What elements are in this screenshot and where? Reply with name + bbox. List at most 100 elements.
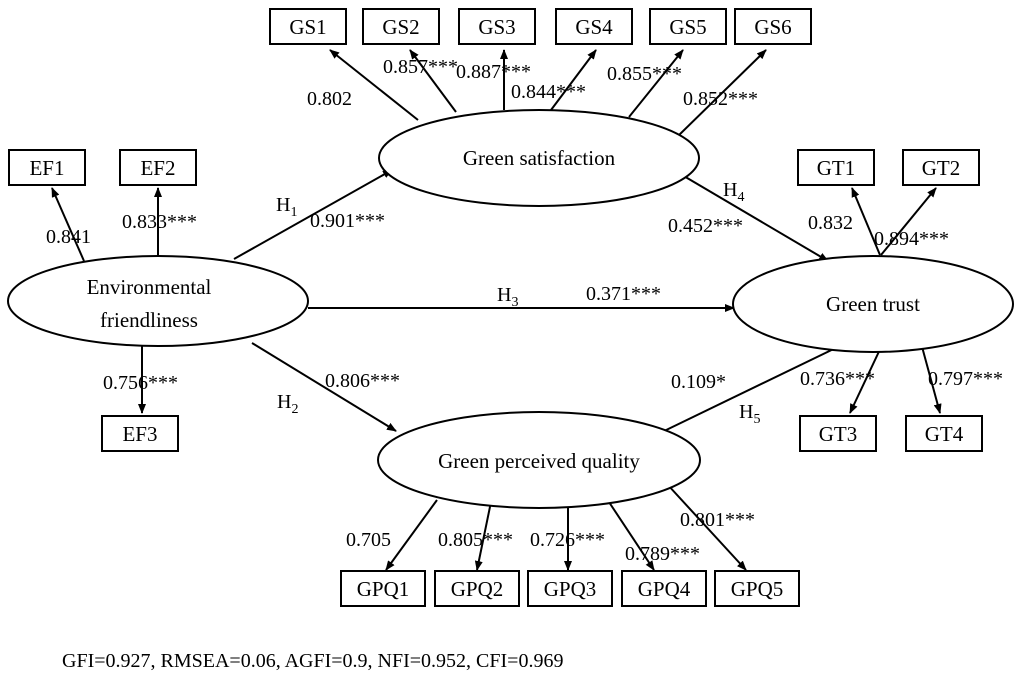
latent-green-perceived-quality: Green perceived quality [377,411,701,509]
indicator-gt3: GT3 [799,415,877,452]
indicator-gpq3: GPQ3 [527,570,613,607]
arrow-gpq-gpq2 [474,496,493,571]
indicator-label-ef2: EF2 [140,156,175,180]
arrow-gt-gt3 [849,342,884,414]
indicator-label-gpq1: GPQ1 [357,577,410,601]
indicator-ef1: EF1 [8,149,86,186]
coef-h5: 0.109* [671,371,726,393]
indicator-gs4: GS4 [555,8,633,45]
indicator-label-gt3: GT3 [819,422,858,446]
indicator-gs3: GS3 [458,8,536,45]
indicator-label-gs5: GS5 [669,15,706,39]
arrow-h2-ef-gpq [251,342,397,432]
arrow-gt-gt2 [880,187,937,256]
latent-environmental-friendliness: Environmental friendliness [7,255,309,347]
loading-gs6: 0.852*** [683,88,758,110]
indicator-label-gs6: GS6 [754,15,791,39]
arrow-gpq-gpq5 [666,483,747,571]
latent-green-satisfaction: Green satisfaction [378,109,700,207]
latent-label-gpq: Green perceived quality [438,449,640,473]
ellipse-gs [378,109,700,207]
latent-label-gt: Green trust [826,292,920,316]
indicator-gs1: GS1 [269,8,347,45]
loading-ef1: 0.841 [46,226,91,248]
arrow-gs-gs4 [550,49,597,111]
loading-gs2: 0.857*** [383,56,458,78]
loading-gs3: 0.887*** [456,61,531,83]
indicator-label-gpq4: GPQ4 [638,577,691,601]
indicator-label-gs1: GS1 [289,15,326,39]
indicator-label-gt4: GT4 [925,422,964,446]
coef-h1: 0.901*** [310,210,385,232]
loading-ef2: 0.833*** [122,211,197,233]
indicator-label-gs3: GS3 [478,15,515,39]
loading-gs4: 0.844*** [511,81,586,103]
ellipse-gt [732,255,1014,353]
latent-label-ef-line2: friendliness [100,308,198,332]
indicator-gt2: GT2 [902,149,980,186]
indicator-label-ef1: EF1 [29,156,64,180]
fit-indices: GFI=0.927, RMSEA=0.06, AGFI=0.9, NFI=0.9… [62,650,563,672]
indicator-gs5: GS5 [649,8,727,45]
loading-gs1: 0.802 [307,88,352,110]
indicator-ef3: EF3 [101,415,179,452]
arrow-h1-ef-gs [233,169,393,260]
loading-gt3: 0.736*** [800,368,875,390]
loading-ef3: 0.756*** [103,372,178,394]
indicator-label-gt1: GT1 [817,156,856,180]
loading-gpq4: 0.789*** [625,543,700,565]
indicator-label-gs4: GS4 [575,15,613,39]
indicator-gpq2: GPQ2 [434,570,520,607]
coef-h4: 0.452*** [668,215,743,237]
loading-gpq3: 0.726*** [530,529,605,551]
indicator-gpq4: GPQ4 [621,570,707,607]
arrows [51,49,942,571]
coef-h3: 0.371*** [586,283,661,305]
latent-label-gs: Green satisfaction [463,146,616,170]
loading-labels: 0.841 0.833*** 0.756*** 0.802 0.857*** 0… [46,56,1003,565]
arrow-gs-gs2 [409,49,457,113]
indicator-gt4: GT4 [905,415,983,452]
hypothesis-h3: H3 [497,284,518,310]
indicator-label-gs2: GS2 [382,15,419,39]
hypothesis-h1: H1 [276,194,297,220]
arrow-h4-gs-gt [676,171,829,262]
path-labels: H1 0.901*** H2 0.806*** H3 0.371*** H4 0… [276,179,760,427]
loading-gt1: 0.832 [808,212,853,234]
latent-green-trust: Green trust [732,255,1014,353]
loading-gpq1: 0.705 [346,529,391,551]
hypothesis-h5: H5 [739,401,760,427]
indicator-label-gpq2: GPQ2 [451,577,504,601]
arrow-gt-gt1 [851,187,881,256]
coef-h2: 0.806*** [325,370,400,392]
ellipse-gpq [377,411,701,509]
indicator-ef2: EF2 [119,149,197,186]
loading-gs5: 0.855*** [607,63,682,85]
indicator-gt1: GT1 [797,149,875,186]
arrow-gs-gs5 [628,49,684,118]
loading-gt4: 0.797*** [928,368,1003,390]
indicator-label-ef3: EF3 [122,422,157,446]
indicator-label-gpq5: GPQ5 [731,577,784,601]
arrow-h5-gpq-gt [659,342,847,434]
arrow-gs-gs1 [329,49,419,121]
arrow-gpq-gpq1 [385,499,438,571]
loading-gpq5: 0.801*** [680,509,755,531]
loading-gt2: 0.894*** [874,228,949,250]
indicator-gs2: GS2 [362,8,440,45]
indicator-gs6: GS6 [734,8,812,45]
indicator-label-gpq3: GPQ3 [544,577,597,601]
arrow-gt-gt4 [920,342,942,414]
indicator-label-gt2: GT2 [922,156,961,180]
indicator-gpq1: GPQ1 [340,570,426,607]
arrow-gs-gs6 [676,49,767,138]
ellipse-ef [7,255,309,347]
latent-label-ef-line1: Environmental [87,275,212,299]
arrow-gpq-gpq4 [602,492,655,571]
hypothesis-h2: H2 [277,391,298,417]
indicator-gpq5: GPQ5 [714,570,800,607]
loading-gpq2: 0.805*** [438,529,513,551]
hypothesis-h4: H4 [723,179,744,205]
arrow-ef-ef1 [51,187,85,262]
